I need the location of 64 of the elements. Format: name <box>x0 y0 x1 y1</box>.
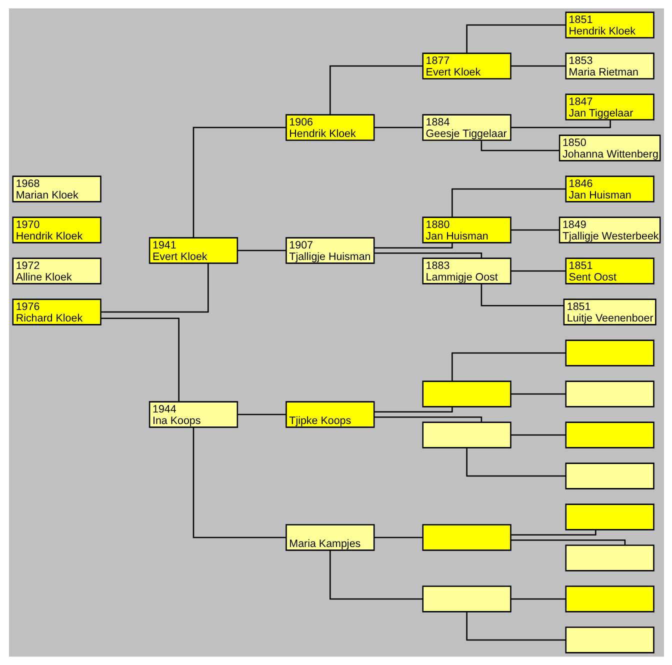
connector <box>192 126 286 238</box>
connector <box>480 140 559 152</box>
connector <box>510 120 610 128</box>
node-box: 1884 Geesje Tiggelaar <box>422 114 511 141</box>
node-box: 1850 Johanna Wittenberg <box>558 134 660 162</box>
node-box <box>422 586 511 612</box>
connector <box>451 188 565 218</box>
node-box: 1880 Jan Huisman <box>422 216 511 244</box>
connector <box>510 598 566 600</box>
node-box <box>564 504 654 530</box>
connector <box>510 530 596 536</box>
connector <box>192 427 286 538</box>
connector <box>466 448 566 477</box>
connector <box>374 536 422 538</box>
node-box: 1851 Hendrik Kloek <box>564 12 654 38</box>
connector <box>510 229 559 231</box>
node-box: 1847 Jan Tiggelaar <box>564 94 654 120</box>
connector <box>329 550 422 600</box>
node-box <box>564 340 654 366</box>
node-box: 1968 Marian Kloek <box>12 176 101 202</box>
node-box: 1851 Luitje Veenenboer <box>562 298 656 326</box>
node-box: 1851 Sent Oost <box>564 258 654 284</box>
node-box <box>422 380 511 408</box>
connector <box>374 407 452 413</box>
node-box: 1849 Tjalligje Westerbeek <box>558 216 660 244</box>
node-box <box>422 422 511 448</box>
node-box: Maria Kampjes <box>285 524 374 551</box>
node-box <box>422 524 511 551</box>
node-box: 1944 Ina Koops <box>148 401 238 428</box>
node-box: 1877 Evert Kloek <box>422 52 511 80</box>
node-box: 1907 Tjalligje Huisman <box>285 237 374 264</box>
connector <box>237 414 286 416</box>
connector <box>480 284 564 306</box>
node-box <box>564 380 654 408</box>
node-box: 1906 Hendrik Kloek <box>285 114 374 141</box>
connector <box>329 65 422 115</box>
connector <box>510 270 566 272</box>
connector <box>100 318 179 402</box>
node-box: 1941 Evert Kloek <box>148 237 238 264</box>
node-box <box>564 586 654 612</box>
node-box: Tjipke Koops <box>285 401 374 428</box>
connector <box>374 416 482 422</box>
connector <box>510 393 566 395</box>
node-box: 1972 Alline Kloek <box>12 258 101 284</box>
connector <box>510 65 566 67</box>
node-box: 1853 Maria Rietman <box>564 52 654 80</box>
connector <box>451 352 565 382</box>
node-box <box>564 462 654 490</box>
node-box <box>564 422 654 448</box>
connector <box>374 126 422 128</box>
connector <box>466 24 566 54</box>
connector <box>466 612 566 641</box>
node-box <box>564 626 654 654</box>
connector <box>374 252 482 258</box>
connector <box>100 263 208 313</box>
node-box <box>564 544 654 572</box>
node-box: 1846 Jan Huisman <box>564 176 654 202</box>
connector <box>510 434 566 436</box>
connector <box>374 243 452 249</box>
node-box: 1976 Richard Kloek <box>12 298 101 326</box>
connector <box>237 250 286 252</box>
connector <box>510 539 626 545</box>
node-box: 1883 Lammigje Oost <box>422 258 511 284</box>
node-box: 1970 Hendrik Kloek <box>12 216 101 244</box>
